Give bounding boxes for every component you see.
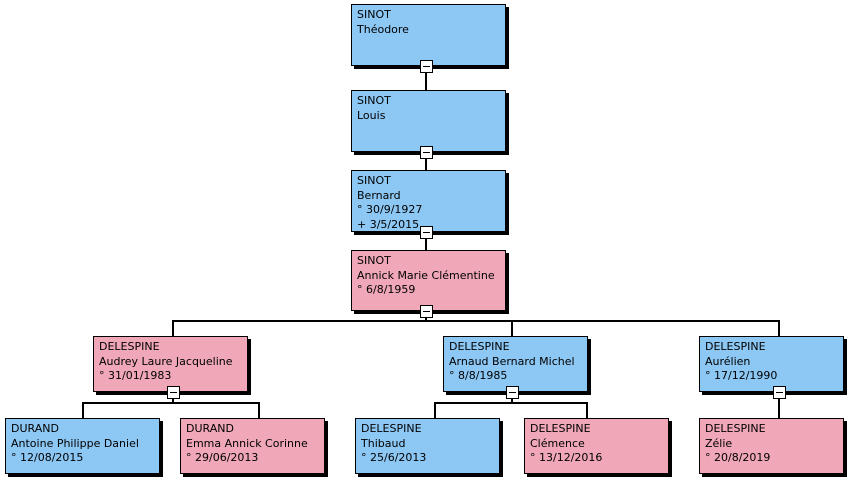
person-given-name: Bernard (357, 188, 401, 202)
connector-drop-audrey (172, 320, 174, 336)
connector-generation2-bus (172, 320, 780, 322)
person-surname: DELESPINE (361, 422, 422, 435)
person-node-sinot-louis[interactable]: SINOT Louis (351, 90, 506, 152)
collapse-toggle-audrey[interactable] (167, 386, 180, 399)
person-birth-date: ° 30/9/1927 (357, 203, 423, 216)
connector-drop-clemence (586, 402, 588, 418)
person-node-delespine-arnaud[interactable]: DELESPINE Arnaud Bernard Michel ° 8/8/19… (443, 336, 588, 392)
person-given-name: Aurélien (705, 354, 751, 368)
connector-bernard-annick (425, 232, 427, 250)
person-birth-date: ° 13/12/2016 (530, 451, 603, 464)
person-node-delespine-thibaud[interactable]: DELESPINE Thibaud ° 25/6/2013 (355, 418, 500, 474)
collapse-toggle-annick[interactable] (420, 305, 433, 318)
person-surname: SINOT (357, 174, 391, 187)
person-surname: SINOT (357, 254, 391, 267)
person-birth-date: ° 8/8/1985 (449, 369, 508, 382)
person-given-name: Zélie (705, 436, 733, 450)
person-given-name: Audrey Laure Jacqueline (99, 354, 233, 368)
person-birth-date: ° 25/6/2013 (361, 451, 427, 464)
person-given-name: Clémence (530, 436, 585, 450)
person-birth-date: ° 6/8/1959 (357, 283, 416, 296)
person-given-name: Emma Annick Corinne (186, 436, 308, 450)
person-surname: DELESPINE (705, 340, 766, 353)
person-given-name: Louis (357, 108, 386, 122)
person-birth-date: ° 20/8/2019 (705, 451, 771, 464)
collapse-toggle-aurelien[interactable] (773, 386, 786, 399)
person-node-sinot-annick[interactable]: SINOT Annick Marie Clémentine ° 6/8/1959 (351, 250, 506, 311)
person-given-name: Thibaud (361, 436, 406, 450)
collapse-toggle-arnaud[interactable] (506, 386, 519, 399)
person-given-name: Annick Marie Clémentine (357, 268, 495, 282)
person-surname: DURAND (186, 422, 234, 435)
person-surname: DURAND (11, 422, 59, 435)
person-surname: DELESPINE (99, 340, 160, 353)
collapse-toggle-louis[interactable] (420, 146, 433, 159)
person-given-name: Antoine Philippe Daniel (11, 436, 139, 450)
connector-aurelien-zelie (778, 392, 780, 418)
collapse-toggle-bernard[interactable] (420, 226, 433, 239)
collapse-toggle-theodore[interactable] (420, 60, 433, 73)
connector-louis-bernard (425, 152, 427, 178)
person-node-sinot-bernard[interactable]: SINOT Bernard ° 30/9/1927 + 3/5/2015 (351, 170, 506, 232)
person-surname: DELESPINE (530, 422, 591, 435)
person-given-name: Théodore (357, 22, 409, 36)
person-birth-date: ° 12/08/2015 (11, 451, 84, 464)
person-node-delespine-aurelien[interactable]: DELESPINE Aurélien ° 17/12/1990 (699, 336, 844, 392)
person-surname: DELESPINE (705, 422, 766, 435)
person-surname: SINOT (357, 94, 391, 107)
person-node-delespine-clemence[interactable]: DELESPINE Clémence ° 13/12/2016 (524, 418, 669, 474)
connector-drop-thibaud (434, 402, 436, 418)
connector-arnaud-children-bus (434, 402, 588, 404)
connector-drop-arnaud (511, 320, 513, 336)
connector-drop-aurelien (778, 320, 780, 336)
person-birth-date: ° 31/01/1983 (99, 369, 172, 382)
person-node-delespine-zelie[interactable]: DELESPINE Zélie ° 20/8/2019 (699, 418, 844, 474)
connector-drop-emma (258, 402, 260, 418)
person-given-name: Arnaud Bernard Michel (449, 354, 575, 368)
connector-theodore-louis (425, 66, 427, 92)
person-node-durand-antoine[interactable]: DURAND Antoine Philippe Daniel ° 12/08/2… (5, 418, 160, 474)
person-birth-date: ° 29/06/2013 (186, 451, 259, 464)
person-node-delespine-audrey[interactable]: DELESPINE Audrey Laure Jacqueline ° 31/0… (93, 336, 248, 392)
person-death-date: + 3/5/2015 (357, 217, 420, 231)
person-node-durand-emma[interactable]: DURAND Emma Annick Corinne ° 29/06/2013 (180, 418, 325, 474)
connector-drop-antoine (82, 402, 84, 418)
person-node-sinot-theodore[interactable]: SINOT Théodore (351, 4, 506, 66)
person-birth-date: ° 17/12/1990 (705, 369, 778, 382)
person-surname: SINOT (357, 8, 391, 21)
connector-audrey-children-bus (82, 402, 260, 404)
person-surname: DELESPINE (449, 340, 510, 353)
